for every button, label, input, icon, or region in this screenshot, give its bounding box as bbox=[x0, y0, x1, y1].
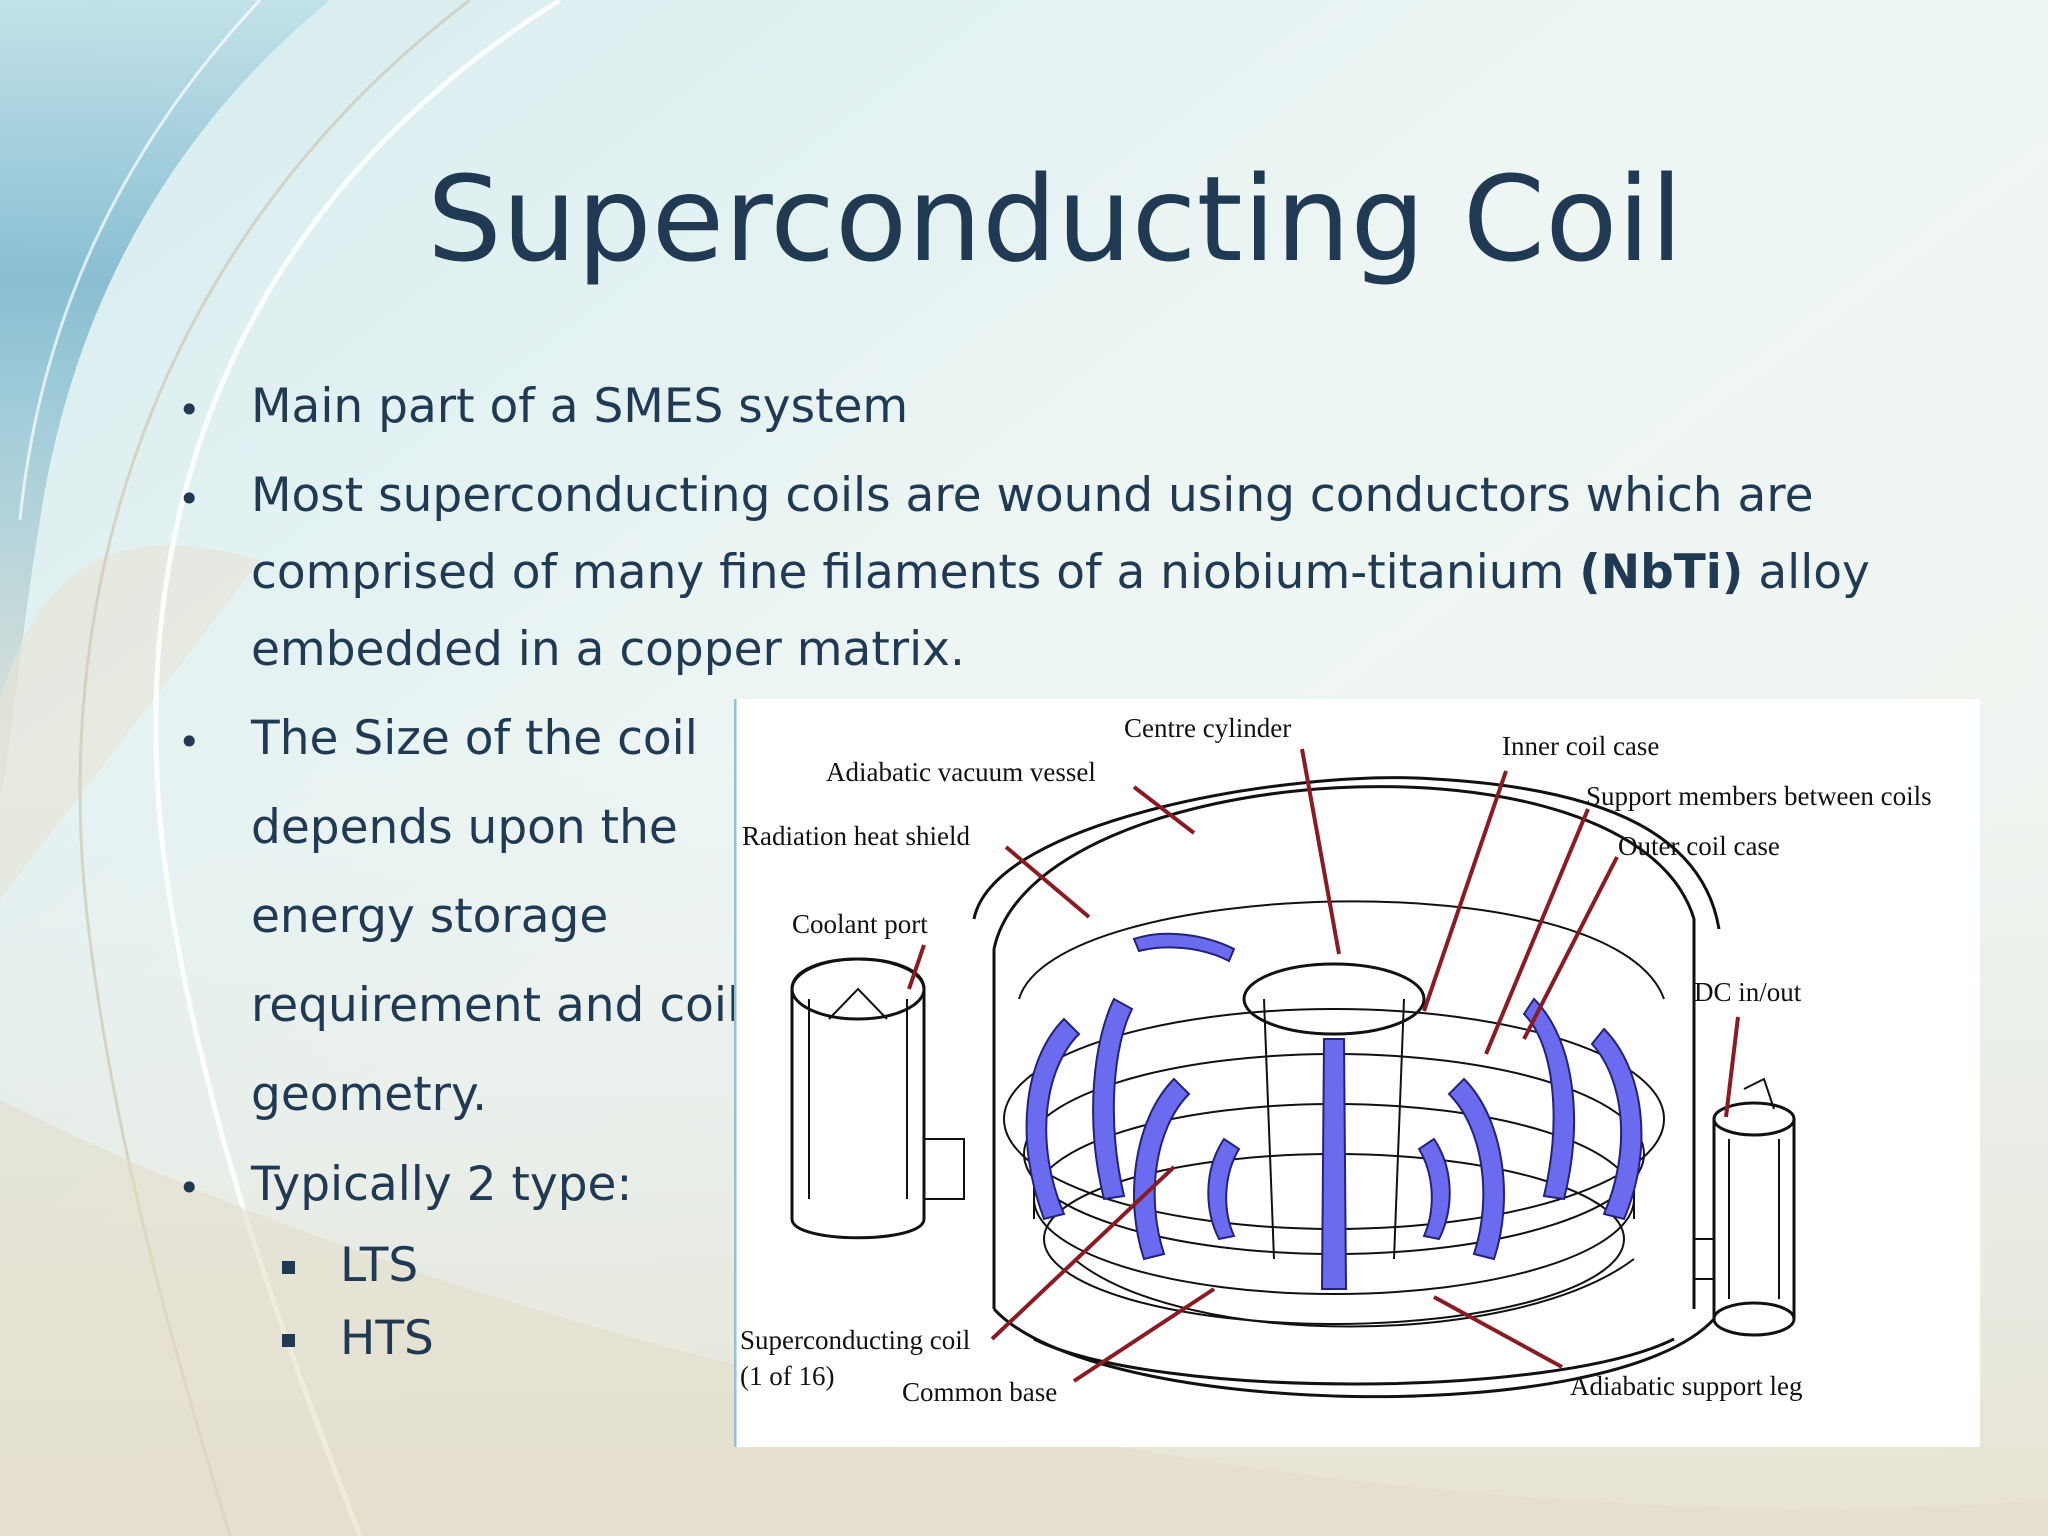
label-dc-in-out: DC in/out bbox=[1694, 977, 1802, 1007]
bullet-marker: • bbox=[178, 477, 201, 521]
dc-terminal-drawing bbox=[1694, 1077, 1796, 1337]
slide-title: Superconducting Coil bbox=[427, 150, 1683, 288]
label-adiabatic-vacuum-vessel: Adiabatic vacuum vessel bbox=[826, 757, 1096, 787]
bullet-4-text: Typically 2 type: bbox=[251, 1157, 633, 1212]
label-inner-coil-case: Inner coil case bbox=[1502, 731, 1659, 761]
label-coolant-port: Coolant port bbox=[792, 909, 928, 939]
bullet-2-line-2-end: alloy bbox=[1743, 545, 1870, 600]
label-support-members: Support members between coils bbox=[1586, 781, 1932, 811]
coolant-port-drawing bbox=[790, 957, 965, 1240]
nbti-emphasis: (NbTi) bbox=[1579, 545, 1744, 600]
bullet-marker: • bbox=[178, 1166, 201, 1210]
bullet-2-line-2: comprised of many fine filaments of a ni… bbox=[251, 545, 1870, 600]
sub-bullet-marker bbox=[282, 1261, 295, 1274]
bullet-2-line-2-text: comprised of many fine filaments of a ni… bbox=[251, 545, 1580, 600]
bullet-1-text: Main part of a SMES system bbox=[251, 379, 909, 434]
label-superconducting-coil: Superconducting coil bbox=[740, 1325, 970, 1355]
bullet-2-line-1: Most superconducting coils are wound usi… bbox=[251, 468, 1814, 523]
superconducting-coils bbox=[1025, 932, 1643, 1290]
sub-bullet-lts: LTS bbox=[340, 1238, 419, 1293]
smes-coil-diagram: Centre cylinder Adiabatic vacuum vessel … bbox=[734, 699, 1980, 1447]
label-centre-cylinder: Centre cylinder bbox=[1124, 713, 1291, 743]
label-radiation-heat-shield: Radiation heat shield bbox=[742, 821, 970, 851]
label-outer-coil-case: Outer coil case bbox=[1618, 831, 1780, 861]
bullet-2-line-3: embedded in a copper matrix. bbox=[251, 622, 965, 677]
bullet-3-line-2: depends upon the bbox=[251, 800, 678, 855]
leader-lines bbox=[907, 748, 1740, 1383]
label-adiabatic-support-leg: Adiabatic support leg bbox=[1570, 1371, 1802, 1401]
bullet-marker: • bbox=[178, 388, 201, 432]
bullet-3-line-3: energy storage bbox=[251, 889, 609, 944]
bullet-3-line-1: The Size of the coil bbox=[251, 711, 698, 766]
sub-bullet-marker bbox=[282, 1334, 295, 1347]
bullet-3-line-4: requirement and coil bbox=[251, 978, 741, 1033]
vacuum-vessel-drawing bbox=[972, 776, 1721, 1399]
sub-bullet-hts: HTS bbox=[340, 1311, 434, 1366]
label-one-of-sixteen: (1 of 16) bbox=[740, 1361, 834, 1391]
bullet-3-line-5: geometry. bbox=[251, 1067, 488, 1122]
bullet-marker: • bbox=[178, 720, 201, 764]
label-common-base: Common base bbox=[902, 1377, 1057, 1407]
